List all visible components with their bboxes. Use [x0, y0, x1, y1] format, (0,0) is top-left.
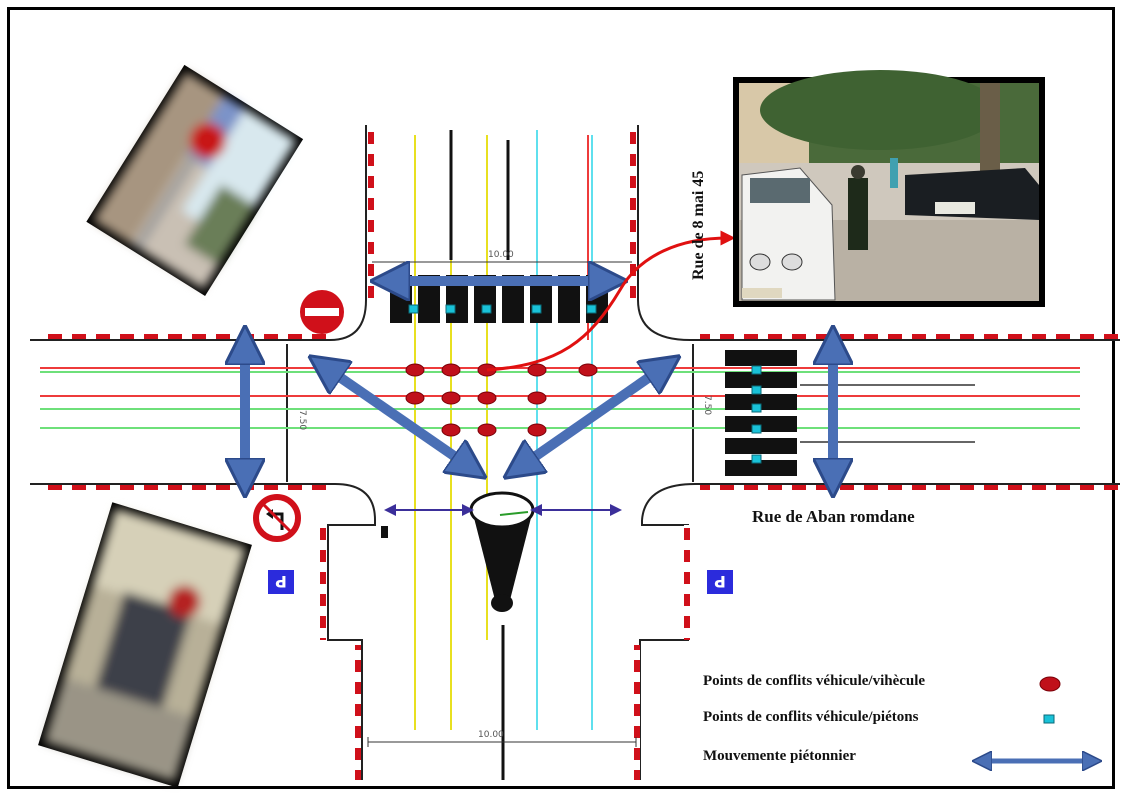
lane-lines-horizontal: [40, 367, 1080, 443]
street-label-vertical: Rue de 8 mai 45: [690, 170, 707, 280]
vehicle-conflict-points: [405, 363, 598, 437]
pedestrian-conflict-points: [408, 304, 762, 464]
svg-text:P: P: [714, 572, 726, 591]
no-left-turn-sign-icon: [253, 494, 301, 542]
photo-street-scene: [733, 70, 1045, 307]
no-entry-sign-icon: [300, 290, 344, 334]
dimension-label-right: 7.50: [702, 395, 712, 415]
pointer-arrow: [486, 230, 736, 372]
pedestrian-movement-arrows: [245, 281, 833, 478]
bollard-small: [381, 526, 388, 538]
lane-lines-vertical: [414, 130, 593, 780]
traffic-island: [469, 491, 535, 612]
parking-sign-right-icon: P: [707, 570, 733, 594]
street-label-horizontal: Rue de Aban romdane: [752, 507, 915, 526]
parking-sign-left-icon: P: [268, 570, 294, 594]
crosswalk-east: [725, 350, 797, 476]
photo-no-entry-sign: [86, 64, 304, 296]
photo-no-left-turn-sign: [38, 502, 252, 788]
legend-symbol-pedestrian-conflict: [1043, 714, 1055, 724]
legend-item-pedestrian-conflict: Points de conflits véhicule/piétons: [703, 709, 919, 725]
dimension-label-bottom: 10.00: [478, 730, 504, 740]
legend-item-pedestrian-movement: Mouvemente piétonnier: [703, 748, 856, 764]
legend-symbol-vehicle-conflict: [1039, 676, 1061, 692]
dimension-label-left: 7.50: [297, 410, 307, 430]
dimension-label-top: 10.00: [488, 250, 514, 260]
svg-text:P: P: [275, 572, 287, 591]
legend-item-vehicle-conflict: Points de conflits véhicule/vihècule: [703, 673, 926, 689]
curbs: [40, 125, 1120, 780]
